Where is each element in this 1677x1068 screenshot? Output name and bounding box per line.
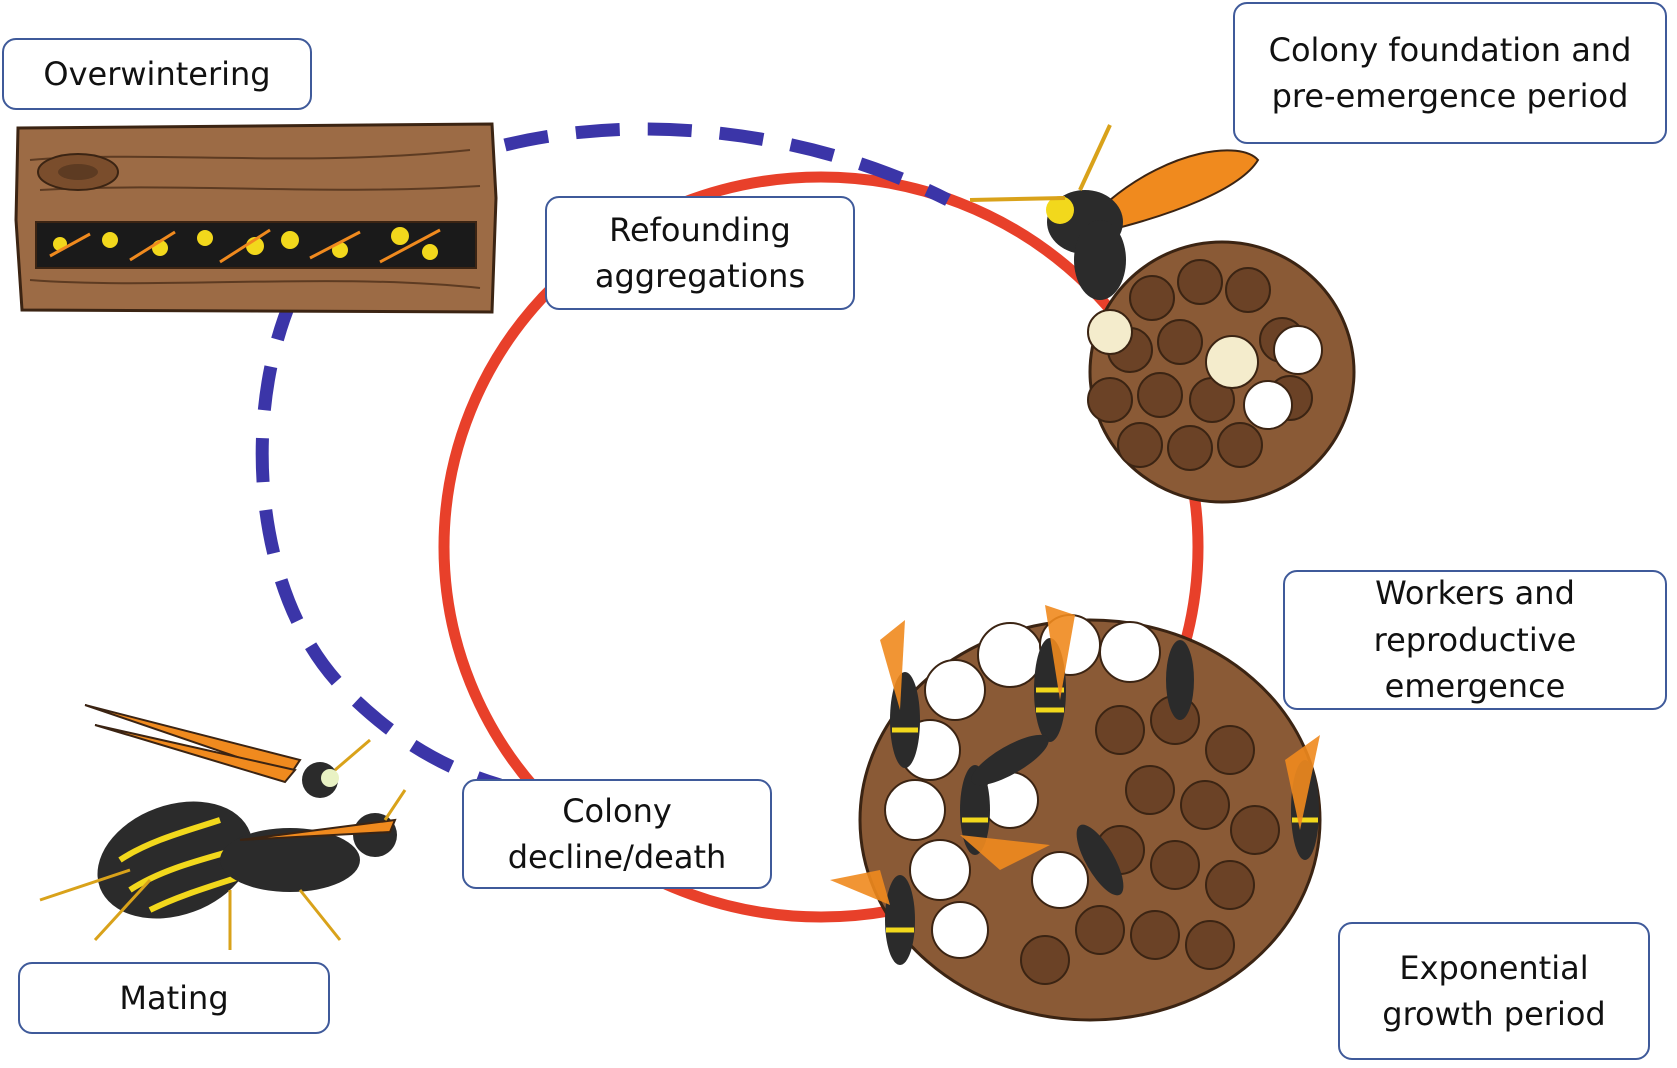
colony-decline-label: Colony decline/death [462, 779, 772, 889]
mating-label: Mating [18, 962, 330, 1034]
wood-log-icon [14, 122, 498, 314]
overwintering-label: Overwintering [2, 38, 312, 110]
overwinter-cycle-dashed-arc [503, 122, 951, 206]
colony-foundation-label: Colony foundation and pre-emergence peri… [1233, 2, 1667, 144]
colony-cycle-solid-arc [438, 171, 1204, 923]
mature-nest-icon [830, 605, 1322, 1022]
mating-wasps-icon [39, 704, 407, 950]
small-nest-icon [1087, 240, 1356, 504]
overwinter-cycle-dashed-arc-left [255, 295, 502, 792]
workers-emergence-label: Workers and reproductive emergence [1283, 570, 1667, 710]
foundress-wasp-icon [969, 124, 1260, 300]
refounding-aggregations-label: Refounding aggregations [545, 196, 855, 310]
exponential-growth-label: Exponential growth period [1338, 922, 1650, 1060]
